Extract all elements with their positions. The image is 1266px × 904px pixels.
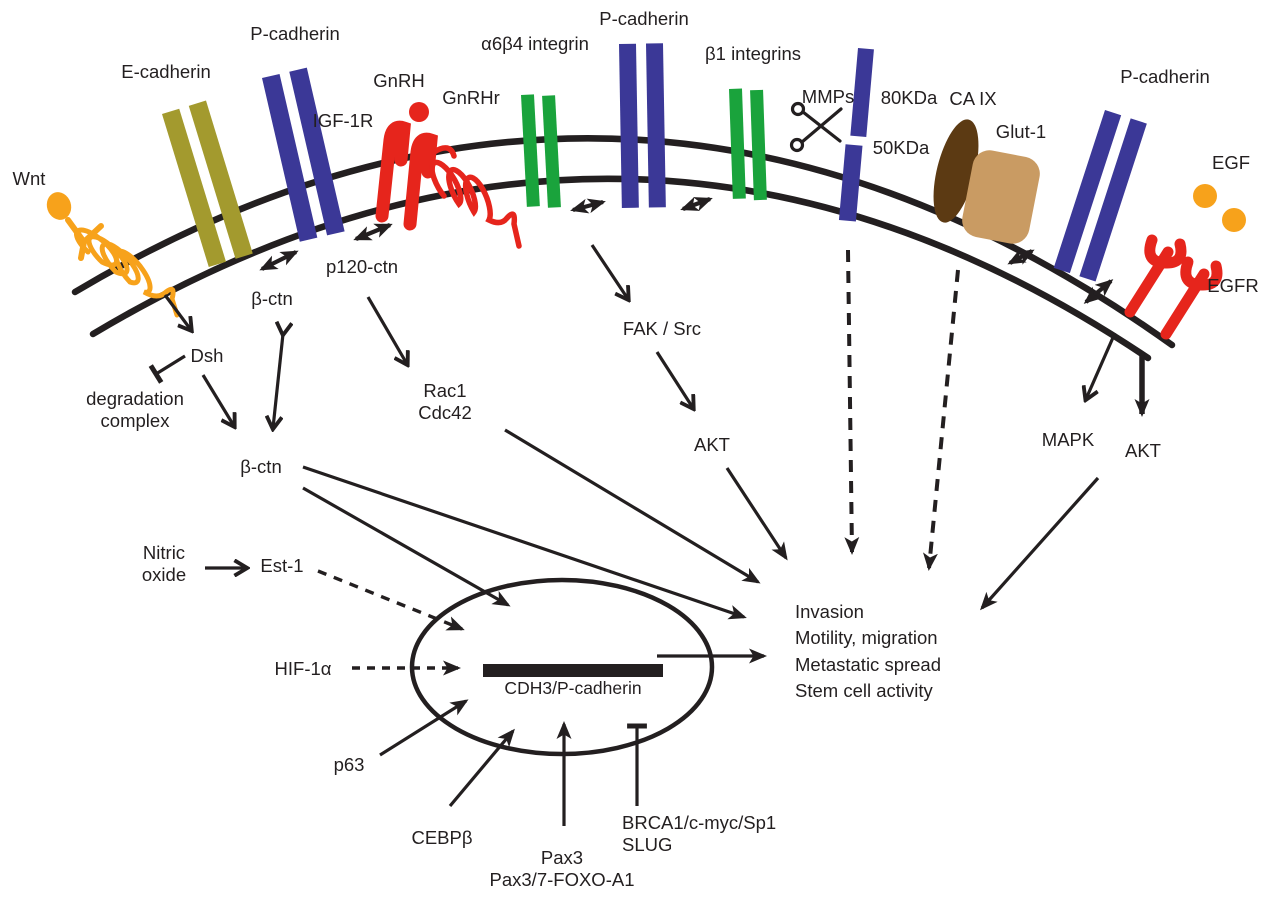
label-dsh: Dsh: [190, 345, 224, 366]
igf1r-receptor: [375, 120, 438, 231]
egf-ligand-dots: [1193, 184, 1246, 232]
dashed-mmp-to-outcomes: [844, 249, 860, 555]
p-cadherin-right-bars: [1053, 110, 1147, 282]
membrane-crosstalk-arrows: [259, 196, 1114, 304]
label-akt-right: AKT: [1125, 440, 1161, 461]
label-cdh3: CDH3/P-cadherin: [504, 678, 642, 698]
arrow-wnt-to-dsh: [163, 294, 191, 330]
p-cadherin-left-bars: [262, 67, 345, 242]
arrow-fak-to-akt: [655, 351, 693, 408]
dashed-arrows: [317, 249, 960, 676]
arrow-a6b4-to-fak: [590, 244, 628, 299]
label-fak-src: FAK / Src: [622, 318, 702, 339]
label-p-cadherin-right: P-cadherin: [1120, 66, 1210, 87]
label-degradation-complex: degradation complex: [86, 388, 184, 431]
label-gnrhr: GnRHr: [442, 87, 500, 108]
label-egf: EGF: [1211, 152, 1251, 173]
outcome-motility: Motility, migration: [795, 627, 938, 649]
outcome-metastatic: Metastatic spread: [795, 653, 942, 675]
e-cadherin-bars: [162, 100, 253, 268]
label-akt-mid: AKT: [694, 434, 730, 455]
mmp-cleaved-bar: [838, 48, 874, 222]
label-igf1r: IGF-1R: [312, 110, 374, 131]
label-brca1-block: BRCA1/c-myc/Sp1 SLUG: [622, 812, 777, 855]
label-gnrh: GnRH: [373, 70, 425, 91]
outcome-invasion: Invasion: [795, 601, 864, 622]
arrow-egfr-to-mapk: [1086, 332, 1117, 399]
label-80kda: 80KDa: [880, 87, 938, 108]
outcomes-list: Invasion Motility, migration Metastatic …: [795, 599, 941, 704]
outcome-stemcell: Stem cell activity: [795, 679, 933, 701]
arrow-cebpb-to-nucleus: [448, 728, 515, 808]
label-wnt: Wnt: [12, 168, 46, 189]
gnrh-ligand-dot: [409, 102, 429, 122]
gnrhr-receptor: [429, 145, 522, 249]
label-bctn-upper: β-ctn: [251, 288, 293, 309]
arrow-p63-to-nucleus: [379, 699, 469, 757]
label-mapk: MAPK: [1041, 429, 1095, 450]
label-p63: p63: [333, 754, 365, 775]
inhibit-dsh-degradation: [148, 354, 186, 384]
egfr-receptor: [1124, 234, 1223, 340]
arrow-akt-to-outcomes: [725, 467, 788, 561]
dashed-caix-to-outcomes: [922, 269, 960, 571]
arrow-p120-to-rac1: [366, 296, 407, 364]
label-hif1a: HIF-1α: [274, 658, 332, 679]
label-p120-ctn: p120-ctn: [326, 256, 398, 277]
arrow-bctn-to-outcomes: [302, 465, 747, 620]
label-nitric-oxide: Nitric oxide: [141, 542, 187, 585]
label-caix: CA IX: [949, 88, 997, 109]
label-bctn-lower: β-ctn: [240, 456, 282, 477]
b1-integrin-bars: [729, 88, 767, 201]
signal-arrows: [148, 244, 1150, 826]
arrow-bctn-to-nucleus: [302, 486, 511, 607]
cdh3-gene-bar: [483, 664, 663, 677]
label-mmps: MMPs: [801, 86, 855, 107]
p-cadherin-mid-bars: [619, 43, 666, 208]
label-glut1: Glut-1: [995, 121, 1047, 142]
label-a6b4-integrin: α6β4 integrin: [481, 33, 589, 54]
arrow-mapk-akt-to-outcomes: [980, 476, 1100, 611]
wnt-receptor: [46, 192, 180, 318]
glut1-shape: [962, 150, 1040, 244]
arrow-rac1-to-outcomes: [504, 428, 761, 584]
label-egfr: EGFR: [1207, 275, 1259, 296]
label-cebpb: CEBPβ: [411, 827, 473, 848]
arrow-bctn-shuttle: [273, 334, 283, 428]
label-rac1-cdc42: Rac1 Cdc42: [418, 380, 472, 423]
scissors-icon: [789, 101, 843, 153]
label-50kda: 50KDa: [872, 137, 930, 158]
label-pax3-block: Pax3 Pax3/7-FOXO-A1: [489, 847, 635, 890]
label-b1-integrins: β1 integrins: [705, 43, 801, 64]
a6b4-integrin-bars: [521, 94, 561, 208]
arrow-dsh-to-bctn: [201, 374, 234, 426]
dashed-est1-to-nucleus: [317, 569, 465, 631]
label-e-cadherin: E-cadherin: [121, 61, 211, 82]
label-p-cadherin-mid: P-cadherin: [599, 8, 689, 29]
label-est1: Est-1: [260, 555, 304, 576]
label-p-cadherin-left: P-cadherin: [250, 23, 340, 44]
